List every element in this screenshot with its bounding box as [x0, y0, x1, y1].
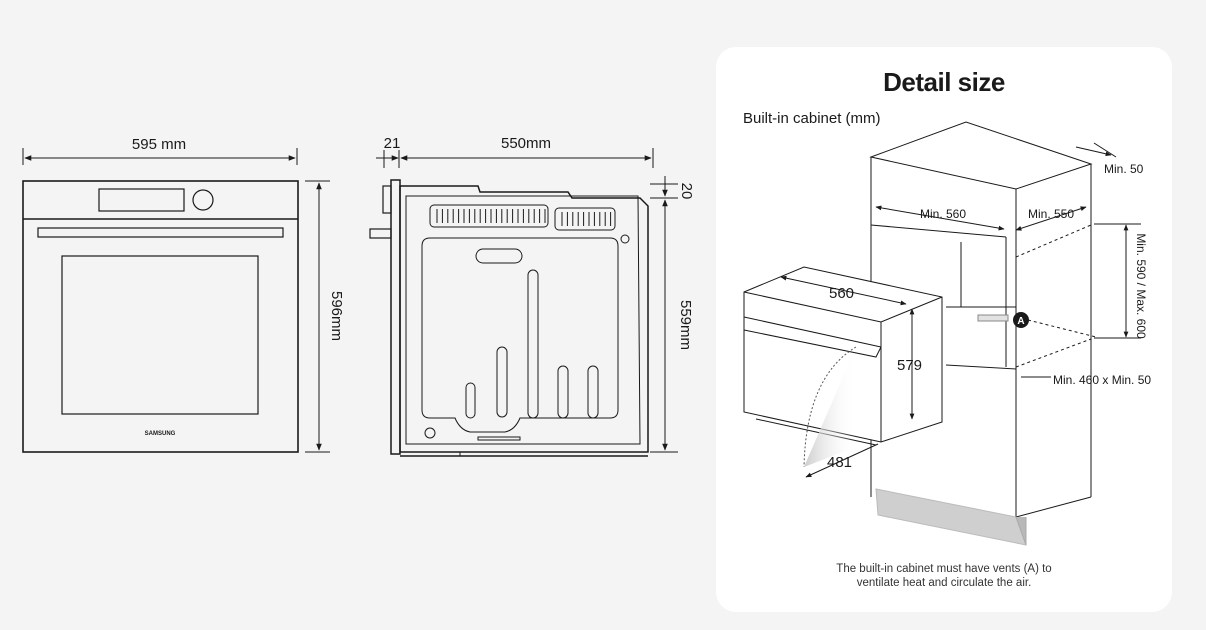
cabinet-outline — [869, 121, 1093, 190]
side-vent-slots — [436, 209, 612, 226]
min550-dimension-line — [1015, 206, 1087, 231]
front-oven-body — [22, 180, 299, 453]
vent-marker-circle — [1013, 312, 1029, 328]
min550-label: Min. 550 — [1028, 207, 1074, 221]
detail-size-title: Detail size — [883, 67, 1005, 97]
vent-note: The built-in cabinet must have vents (A)… — [716, 562, 1172, 590]
min50-label: Min. 50 — [1104, 162, 1144, 176]
door-swing-dimension-line — [805, 443, 879, 478]
door-swing-label: 481 — [827, 454, 852, 471]
oven-width-label: 560 — [829, 285, 854, 302]
built-in-cabinet-subtitle: Built-in cabinet (mm) — [743, 110, 881, 127]
height-range-label: Min. 590 / Max. 600 — [1134, 233, 1148, 339]
vent-size-label: Min. 460 x Min. 50 — [1053, 373, 1151, 387]
side-door — [390, 179, 401, 455]
side-depth-label: 550mm — [501, 135, 551, 152]
control-knob — [192, 189, 214, 211]
door-handle — [37, 227, 284, 238]
min560-label: Min. 560 — [920, 207, 966, 221]
cabinet-plinth — [875, 488, 1027, 546]
control-display — [98, 188, 185, 212]
brand-logo-text: SAMSUNG — [145, 431, 176, 437]
door-thickness-label: 21 — [384, 135, 401, 152]
door-window — [61, 255, 259, 415]
oven-dimension-drawings: 595 mm SAMSUNG 596mm — [22, 135, 695, 457]
front-width-label: 595 mm — [132, 136, 186, 153]
cabinet-installation-diagram: Min. 50 Min. 560 Min. 550 Min. 590 / Max… — [743, 121, 1151, 546]
min50-dimension-line — [1075, 146, 1112, 157]
side-view — [369, 148, 678, 457]
front-view — [22, 148, 330, 453]
vent-note-line-1: The built-in cabinet must have vents (A)… — [836, 563, 1052, 575]
vent-marker-letter: A — [1017, 316, 1024, 327]
top-offset-label: 20 — [678, 183, 695, 200]
detail-size-panel: Min. 50 Min. 560 Min. 550 Min. 590 / Max… — [716, 47, 1172, 612]
vent-note-line-2: ventilate heat and circulate the air. — [856, 577, 1032, 589]
oven-height-label: 579 — [897, 357, 922, 374]
door-swing-arc — [803, 346, 857, 468]
built-in-oven — [743, 266, 943, 443]
oven-width-dimension-line — [780, 275, 907, 306]
front-height-label: 596mm — [328, 291, 345, 341]
min560-dimension-line — [875, 205, 1005, 231]
side-oven-body — [399, 185, 649, 453]
side-height-label: 559mm — [677, 300, 694, 350]
side-knob — [369, 228, 392, 239]
